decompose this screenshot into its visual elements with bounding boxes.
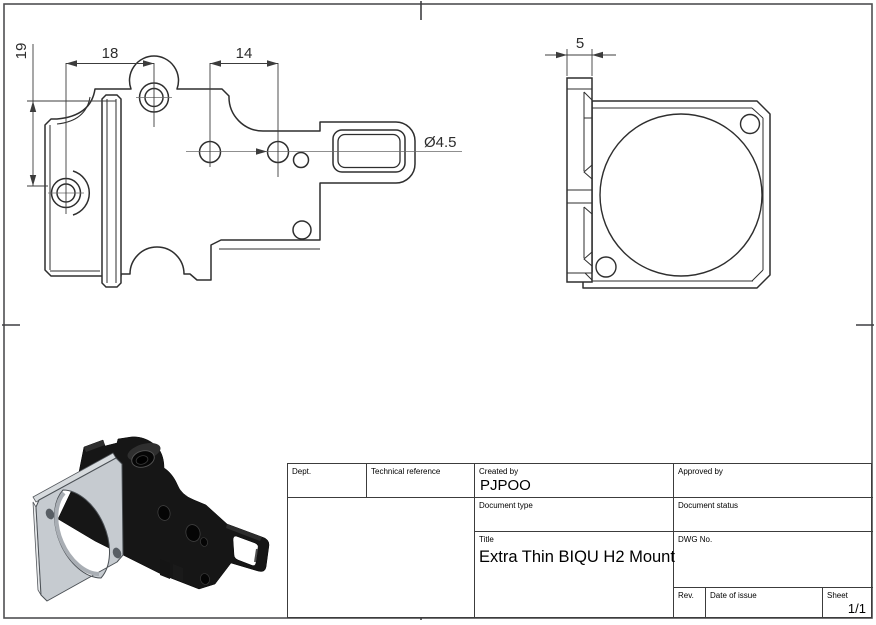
titleblock-cell-technical-reference: Technical reference [367, 464, 474, 498]
front-view-outline [44, 55, 416, 281]
side-strip-outline [566, 77, 593, 283]
sheet-label: Sheet [827, 591, 848, 600]
dept-label: Dept. [292, 467, 312, 476]
dim-5-text: 5 [576, 35, 584, 52]
dwg-no-label: DWG No. [678, 535, 713, 544]
side-hole-bottom [595, 256, 617, 278]
titleblock-right-column: Approved by Document status DWG No. Rev.… [674, 464, 873, 618]
iso-fan-hole-wall [54, 491, 100, 576]
sheet-value: 1/1 [847, 601, 866, 616]
titleblock-cell-title: Title Extra Thin BIQU H2 Mount [475, 532, 675, 618]
titleblock-cell-document-type: Document type [475, 498, 673, 532]
title-block: Dept. Technical reference Created by PJP… [287, 463, 873, 618]
side-hole-top [739, 113, 761, 135]
side-view: 5 [545, 35, 771, 289]
iso-foot [173, 564, 183, 582]
rail-outline [101, 94, 122, 288]
dim-5-lines [545, 49, 616, 76]
approved-by-label: Approved by [678, 467, 723, 476]
dimension-lines [27, 44, 279, 214]
title-value: Extra Thin BIQU H2 Mount [479, 548, 675, 566]
dim-14-text: 14 [236, 45, 253, 62]
document-status-label: Document status [678, 501, 739, 510]
side-plate-inner-lines [592, 107, 764, 282]
titleblock-cell-dept: Dept. [288, 464, 367, 498]
dim-5-arrows [556, 51, 603, 59]
technical-reference-label: Technical reference [371, 467, 441, 476]
lower-boss-arc [72, 170, 90, 216]
iso-plate-hole [112, 547, 122, 559]
title-label: Title [479, 535, 494, 544]
titleblock-cell-approved-by: Approved by [674, 464, 873, 498]
dim-diameter-text: Ø4.5 [424, 134, 457, 151]
iso-foot [160, 559, 170, 579]
iso-plate-hole [45, 508, 55, 520]
created-by-value: PJPOO [480, 477, 531, 494]
fan-circle [599, 113, 763, 277]
document-type-label: Document type [479, 501, 533, 510]
titleblock-cell-left-empty [288, 498, 474, 618]
dim-19-text: 19 [13, 43, 30, 60]
isometric-view [32, 436, 270, 602]
dim-18-text: 18 [102, 45, 119, 62]
titleblock-middle-column: Created by PJPOO Document type Title Ext… [474, 464, 675, 618]
front-view: 19 18 14 Ø4.5 [13, 43, 462, 288]
titleblock-cell-sheet: Sheet 1/1 [823, 588, 873, 618]
iso-bracket-holes [89, 450, 210, 585]
slot-outer [332, 129, 406, 173]
titleblock-cell-created-by: Created by PJPOO [475, 464, 673, 498]
side-strip-details [567, 88, 593, 281]
dimension-arrows [29, 60, 278, 186]
date-of-issue-label: Date of issue [710, 591, 757, 600]
rev-label: Rev. [678, 591, 694, 600]
titleblock-cell-dwg-no: DWG No. [674, 532, 873, 588]
titleblock-cell-document-status: Document status [674, 498, 873, 532]
slot-inner [337, 133, 401, 169]
titleblock-cell-rev: Rev. [674, 588, 706, 618]
created-by-label: Created by [479, 467, 519, 476]
titleblock-cell-date-of-issue: Date of issue [706, 588, 823, 618]
